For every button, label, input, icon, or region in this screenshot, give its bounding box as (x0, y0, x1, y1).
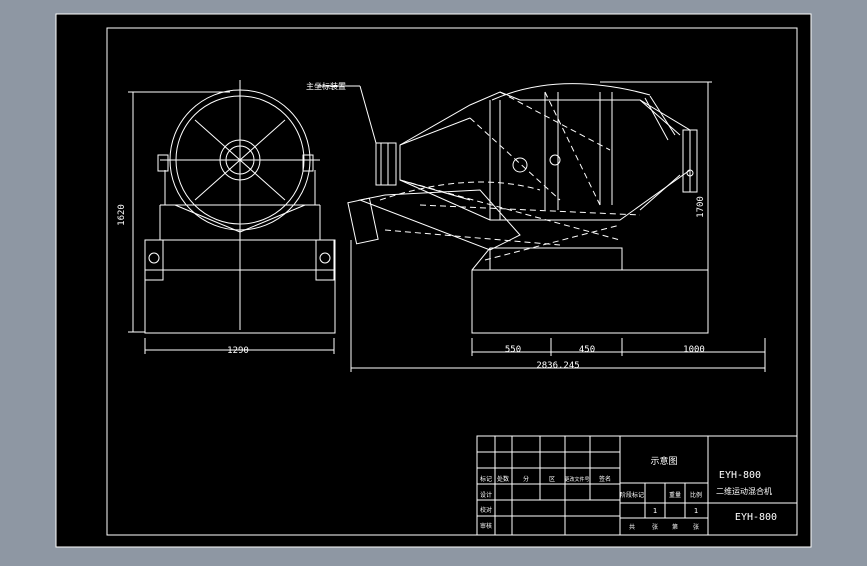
side-base (471, 247, 709, 334)
tilted-position (358, 189, 521, 251)
rev-col-part: 分 (523, 475, 529, 483)
sheet-total: 共 (629, 523, 635, 531)
side-view (347, 83, 709, 334)
rev-col-sign: 签名 (599, 475, 611, 483)
dim-seg2: 450 (579, 345, 595, 355)
front-left-foot (144, 239, 164, 281)
row-check: 校对 (480, 506, 492, 514)
tilted-flange (347, 197, 379, 245)
callout-leader (359, 85, 377, 144)
rev-col-count: 处数 (497, 475, 509, 483)
sheet-unit-1: 张 (652, 523, 658, 531)
row-review: 审核 (480, 522, 492, 530)
title-block (476, 435, 798, 536)
dim-side-height: 1700 (696, 196, 706, 218)
hidden-lines (379, 91, 641, 261)
sheet-border (55, 13, 812, 548)
drawing-frame (106, 27, 798, 536)
scale-value-2: 1 (694, 507, 698, 515)
scale-value-1: 1 (653, 507, 657, 515)
stage-weight: 重量 (669, 491, 681, 499)
sheet-unit-2: 张 (693, 523, 699, 531)
front-view (128, 80, 336, 354)
title-block-name: 二维运动混合机 (716, 486, 772, 496)
title-block-title: 示意图 (650, 455, 677, 467)
stage-mark: 阶段标记 (620, 491, 644, 499)
sheet-number: 第 (672, 523, 678, 531)
dim-total-length: 2836.245 (536, 361, 579, 371)
callout-label: 主坐标装置 (306, 81, 346, 91)
title-block-model: EYH-800 (719, 470, 761, 481)
dim-front-height: 1620 (117, 204, 127, 226)
drive-shaft (512, 157, 528, 173)
dim-front-width: 1290 (227, 346, 249, 356)
front-right-foot (315, 239, 335, 281)
dim-seg1: 550 (505, 345, 521, 355)
stage-scale: 比例 (690, 491, 702, 499)
side-dimensions (350, 81, 766, 372)
rev-col-mark: 标记 (480, 475, 492, 483)
inlet-flange (375, 142, 397, 186)
rev-col-file: 更改文件号 (564, 476, 589, 483)
rev-col-zone: 区 (549, 476, 555, 483)
dim-seg3: 1000 (683, 345, 705, 355)
title-block-drawing-no: EYH-800 (735, 512, 777, 523)
row-design: 设计 (480, 491, 492, 499)
